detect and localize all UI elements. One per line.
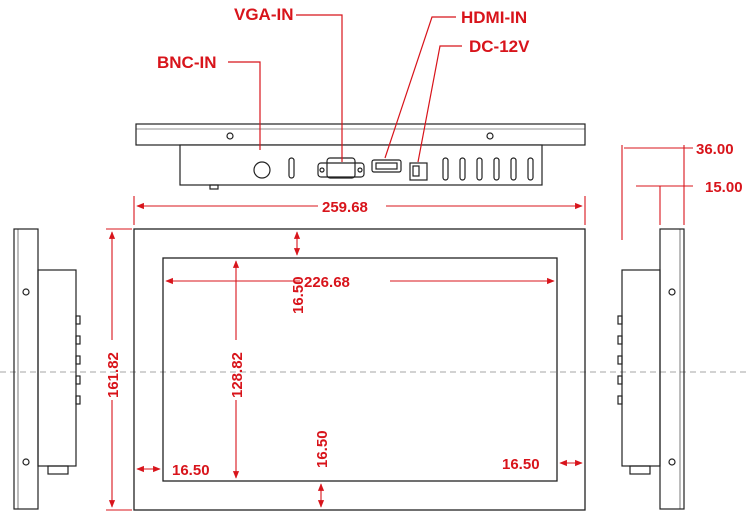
bnc-connector: [253, 157, 295, 179]
left-side-view: [13, 228, 81, 510]
overall-width-value: 259.68: [322, 199, 368, 216]
hdmi-connector: [371, 159, 402, 173]
vent-slots: [442, 157, 534, 181]
front-bezel: [133, 228, 586, 511]
right-side-view: [617, 228, 685, 510]
dc-label: DC-12V: [469, 37, 530, 56]
depth-dimensions: [621, 145, 693, 240]
vga-connector: [317, 157, 365, 179]
top-view: [135, 123, 586, 190]
port-leaders: [228, 14, 462, 163]
right-border-value: 16.50: [502, 456, 540, 473]
hdmi-label: HDMI-IN: [461, 8, 527, 27]
bnc-label: BNC-IN: [157, 53, 217, 72]
dc-connector: [409, 162, 428, 181]
screen-width-value: 226.68: [304, 274, 350, 291]
front-dimension-lines: [106, 196, 586, 511]
depth-total-value: 36.00: [696, 141, 734, 158]
top-border-value: 16.50: [290, 276, 307, 314]
left-border-value: 16.50: [172, 462, 210, 479]
depth-mount-value: 15.00: [705, 179, 743, 196]
front-view: [133, 228, 586, 511]
screen-height-value: 128.82: [229, 352, 246, 398]
screen-area: [162, 257, 558, 482]
bottom-border-value: 16.50: [314, 430, 331, 468]
vga-label: VGA-IN: [234, 5, 294, 24]
overall-height-value: 161.82: [105, 352, 122, 398]
